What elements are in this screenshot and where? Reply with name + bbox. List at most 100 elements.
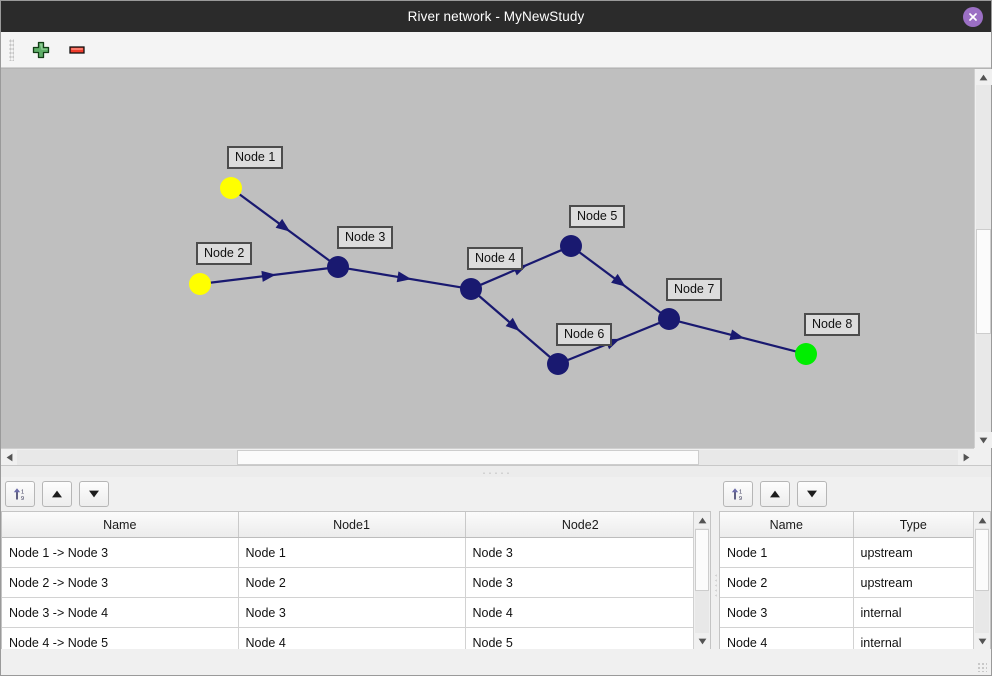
graph-node-node-6[interactable]: [547, 353, 569, 375]
vertical-scroll-thumb[interactable]: [976, 229, 991, 334]
nodes-cell[interactable]: Node 2: [720, 567, 854, 598]
reaches-vertical-scrollbar[interactable]: [693, 512, 710, 649]
reaches-move-down-button[interactable]: [79, 481, 109, 507]
svg-text:9: 9: [21, 496, 24, 502]
edge-arrow-icon: [505, 317, 520, 332]
nodes-scroll-up-icon[interactable]: [974, 512, 990, 528]
reaches-cell[interactable]: Node 4: [465, 597, 693, 628]
nodes-column-header[interactable]: Name: [720, 512, 854, 538]
svg-text:9: 9: [739, 496, 742, 502]
toolbar-drag-handle[interactable]: [9, 38, 14, 61]
horizontal-splitter[interactable]: [1, 465, 991, 477]
reaches-cell[interactable]: Node 2: [238, 567, 466, 598]
nodes-cell[interactable]: Node 3: [720, 597, 854, 628]
nodes-vertical-scrollbar[interactable]: [973, 512, 990, 649]
horizontal-scroll-thumb[interactable]: [237, 450, 699, 465]
graph-node-node-3[interactable]: [327, 256, 349, 278]
canvas-vertical-scrollbar[interactable]: [974, 69, 992, 448]
nodes-cell[interactable]: upstream: [853, 537, 973, 568]
graph-node-node-2[interactable]: [189, 273, 211, 295]
reaches-cell[interactable]: Node 1: [238, 537, 466, 568]
add-icon[interactable]: [30, 39, 52, 61]
nodes-toolbar: 1 9: [719, 477, 991, 511]
canvas-horizontal-scrollbar[interactable]: [1, 448, 974, 466]
reaches-footer: [1, 649, 711, 675]
scroll-up-icon[interactable]: [975, 69, 992, 85]
node-label-node-8[interactable]: Node 8: [804, 313, 861, 336]
edge-arrow-icon: [729, 329, 745, 341]
edges-layer: [208, 192, 798, 362]
network-canvas[interactable]: Node 1 Node 2 Node 3 Node 4 Node 5 Node 6 Node…: [1, 69, 974, 448]
reaches-column-header[interactable]: Node1: [238, 512, 466, 538]
reaches-scroll-down-icon[interactable]: [694, 633, 710, 649]
nodes-cell[interactable]: Node 4: [720, 627, 854, 649]
node-label-node-7[interactable]: Node 7: [666, 278, 723, 301]
reaches-cell[interactable]: Node 4: [238, 627, 466, 649]
nodes-column-header[interactable]: Type: [853, 512, 973, 538]
reaches-cell[interactable]: Node 3: [238, 597, 466, 628]
network-canvas-panel: Node 1 Node 2 Node 3 Node 4 Node 5 Node 6 Node…: [1, 68, 992, 466]
resize-grip[interactable]: [977, 662, 987, 672]
reaches-cell[interactable]: Node 1 -> Node 3: [2, 537, 239, 568]
graph-node-node-7[interactable]: [658, 308, 680, 330]
nodes-cell[interactable]: internal: [853, 597, 973, 628]
reaches-scroll-up-icon[interactable]: [694, 512, 710, 528]
nodes-move-up-button[interactable]: [760, 481, 790, 507]
reaches-column-header[interactable]: Node2: [465, 512, 693, 538]
node-label-node-3[interactable]: Node 3: [337, 226, 394, 249]
close-icon[interactable]: [963, 6, 983, 27]
reaches-cell[interactable]: Node 3: [465, 537, 693, 568]
reaches-toolbar: 1 9: [1, 477, 711, 511]
reaches-move-up-button[interactable]: [42, 481, 72, 507]
vertical-splitter[interactable]: [711, 477, 719, 675]
reaches-cell[interactable]: Node 2 -> Node 3: [2, 567, 239, 598]
reaches-scroll-thumb[interactable]: [695, 529, 709, 591]
remove-icon[interactable]: [66, 39, 88, 61]
reaches-sort-button[interactable]: 1 9: [5, 481, 35, 507]
graph-node-node-4[interactable]: [460, 278, 482, 300]
nodes-cell[interactable]: Node 1: [720, 537, 854, 568]
nodes-cell[interactable]: upstream: [853, 567, 973, 598]
scroll-left-icon[interactable]: [1, 449, 17, 466]
edge-arrow-icon: [275, 218, 291, 232]
graph-node-node-1[interactable]: [220, 177, 242, 199]
reaches-cell[interactable]: Node 5: [465, 627, 693, 649]
reaches-cell[interactable]: Node 3 -> Node 4: [2, 597, 239, 628]
nodes-sort-button[interactable]: 1 9: [723, 481, 753, 507]
graph-node-node-5[interactable]: [560, 235, 582, 257]
svg-text:1: 1: [739, 490, 742, 496]
splitter-grip: [481, 470, 511, 473]
nodes-cell[interactable]: internal: [853, 627, 973, 649]
node-label-node-4[interactable]: Node 4: [467, 247, 524, 270]
graph-node-node-8[interactable]: [795, 343, 817, 365]
reaches-cell[interactable]: Node 4 -> Node 5: [2, 627, 239, 649]
nodes-scroll-down-icon[interactable]: [974, 633, 990, 649]
nodes-move-down-button[interactable]: [797, 481, 827, 507]
node-label-node-2[interactable]: Node 2: [196, 242, 253, 265]
node-label-node-6[interactable]: Node 6: [556, 323, 613, 346]
reaches-cell[interactable]: Node 3: [465, 567, 693, 598]
node-label-node-5[interactable]: Node 5: [569, 205, 626, 228]
scroll-down-icon[interactable]: [975, 432, 992, 448]
nodes-scroll-thumb[interactable]: [975, 529, 989, 591]
scroll-right-icon[interactable]: [958, 449, 974, 466]
reaches-column-header[interactable]: Name: [2, 512, 239, 538]
node-label-node-1[interactable]: Node 1: [227, 146, 284, 169]
